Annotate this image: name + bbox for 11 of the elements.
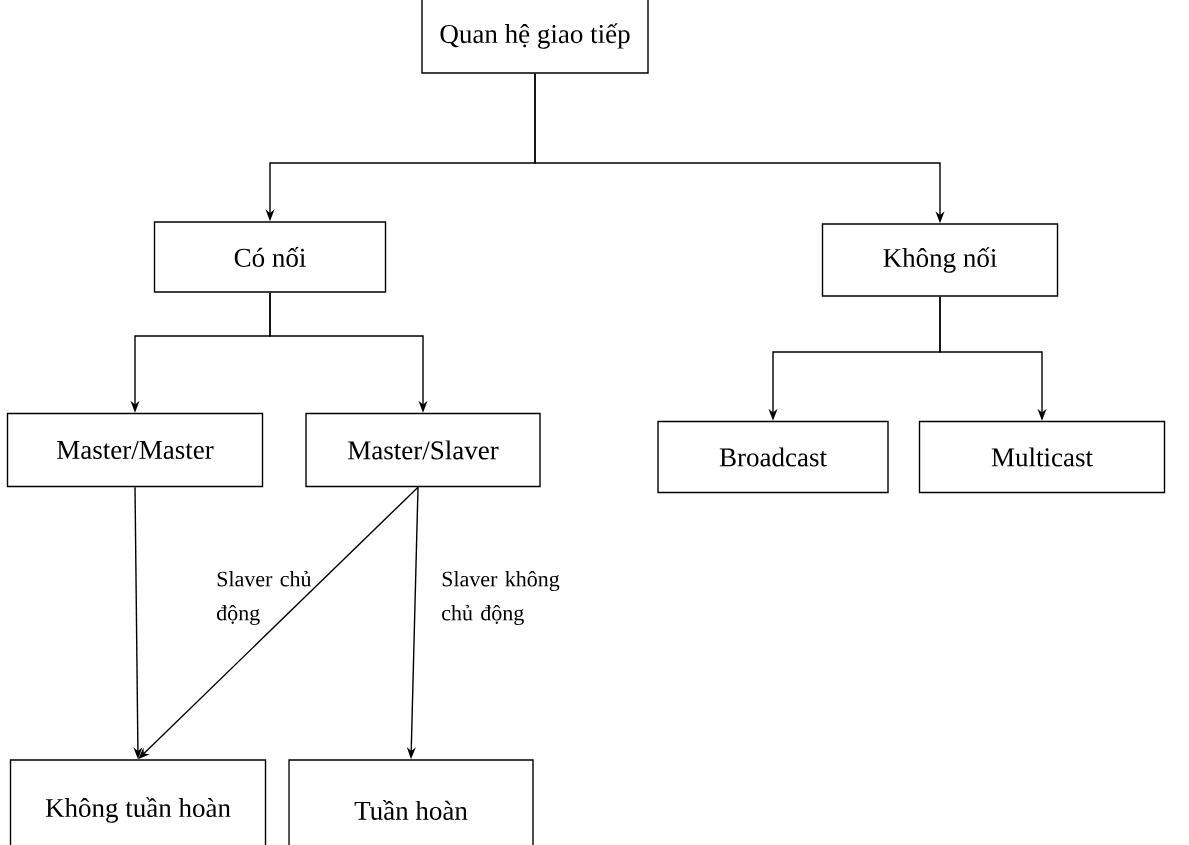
process-box: Có nối <box>153 221 387 293</box>
edge-label: Slaver chủ động <box>217 571 312 625</box>
edge-label: Slaver không chủ động <box>442 570 560 626</box>
process-box: Không tuần hoàn <box>9 759 267 845</box>
process-box: Quan hệ giao tiếp <box>421 0 649 74</box>
process-box: Master/Slaver <box>305 412 541 488</box>
process-box: Multicast <box>918 420 1166 494</box>
process-box: Tuần hoàn <box>288 759 534 845</box>
process-box: Broadcast <box>657 420 889 494</box>
process-box: Master/Master <box>6 412 264 488</box>
process-box: Không nối <box>821 223 1059 297</box>
